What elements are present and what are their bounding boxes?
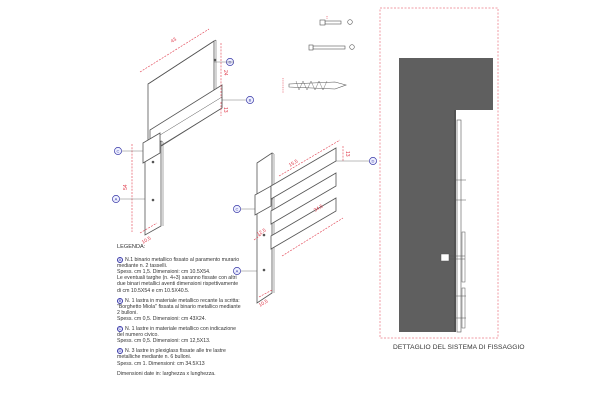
legend-title: LEGENDA: — [117, 244, 146, 250]
screw-details — [282, 16, 355, 93]
legend-text: Spess. cm 1,5. Dimensioni: cm 10.5X54. — [117, 269, 211, 276]
legend-text: Spess. cm 0,5. Dimensioni: cm 43X24. — [117, 315, 207, 322]
wall-section — [399, 58, 493, 332]
dim-54: 54 — [123, 184, 129, 190]
legend-text: N. 1 lastre in materiale metallico con i… — [125, 326, 237, 333]
left-assembly — [142, 39, 223, 236]
badge-c-left: C — [114, 147, 122, 155]
legend-text: Spess. cm 0,5. Dimensioni: cm 12,5X13. — [117, 338, 211, 345]
badge-b-left: B — [246, 96, 254, 104]
legend-text: Le eventuali targhe (n. 4÷3) saranno fis… — [117, 275, 237, 282]
svg-text:A: A — [115, 197, 118, 202]
dim-10-5-left: 10,5 — [141, 235, 153, 245]
legend-badge-b: B — [117, 297, 123, 304]
dim-24-left: 24 — [222, 70, 228, 76]
legend-text: del numero civico. — [117, 332, 159, 339]
legend-text: N. 3 lastre in plexiglass fissate alle t… — [125, 348, 226, 355]
dim-10-5-mid: 10,5 — [258, 298, 270, 308]
plate-c-middle — [254, 185, 272, 216]
legend-text: due binari metallici aventi dimensioni r… — [117, 281, 239, 288]
plate-d-2 — [270, 172, 337, 225]
legend-text: 2 bulloni. — [117, 309, 138, 316]
svg-text:C: C — [236, 207, 239, 212]
plate-d-3 — [270, 197, 337, 250]
legend-badge-d: D — [117, 348, 123, 355]
detail-title: DETTAGLIO DEL SISTEMA DI FISSAGGIO — [393, 344, 525, 351]
detail-rail — [456, 119, 462, 333]
label-badges: D B C A D C A — [112, 58, 377, 275]
middle-assembly — [254, 147, 337, 304]
legend-text: mediante n. 2 tasselli. — [117, 263, 168, 270]
badge-a-middle: A — [233, 267, 241, 275]
svg-text:C: C — [117, 149, 120, 154]
badge-d-middle: D — [369, 157, 377, 165]
left-dimensions — [131, 28, 222, 234]
dim-13-left: 13 — [222, 107, 228, 113]
legend-text: di cm 10.5X54 e cm 10.5X40.5. — [117, 287, 190, 294]
legend-text: N. 1 lastra in materiale metallico recan… — [125, 297, 240, 304]
detail-anchor — [440, 253, 450, 262]
plate-c — [142, 132, 161, 164]
legend-text: Spess. cm 1. Dimensioni: cm 34.5X13 — [117, 360, 205, 367]
dim-15-5: 15,5 — [288, 158, 300, 168]
svg-text:B: B — [249, 98, 252, 103]
badge-a-left: A — [112, 195, 120, 203]
legend-text: N.1 binario metallico fissato al paramen… — [125, 257, 240, 264]
svg-text:A: A — [236, 269, 239, 274]
dim-13-mid: 13 — [344, 151, 350, 157]
badge-c-middle: C — [233, 205, 241, 213]
svg-text:D: D — [372, 159, 375, 164]
legend-text: metalliche mediante n. 6 bulloni. — [117, 354, 192, 361]
middle-dimensions — [253, 139, 344, 298]
dim-12-5: 12,5 — [256, 227, 268, 237]
dim-34-5: 34,5 — [313, 203, 325, 213]
legend-text: "Borghetto Miola" fissata al binario met… — [117, 303, 241, 310]
detail-view — [379, 7, 499, 339]
legend-badge-c: C — [117, 326, 123, 333]
dim-43-left: 43 — [170, 37, 178, 45]
legend-badge-a: A — [117, 257, 123, 264]
legend-footer: Dimensioni date in: larghezza x lunghezz… — [117, 370, 216, 377]
